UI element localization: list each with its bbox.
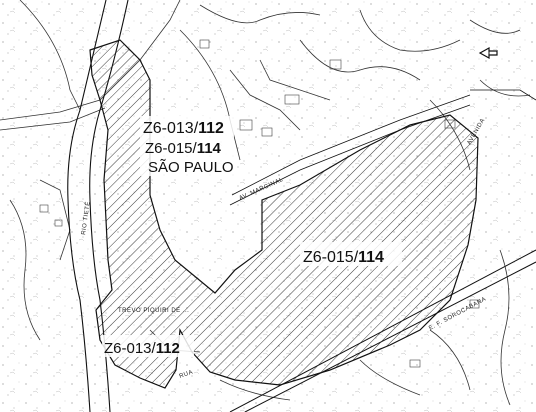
zone-number: 114 [197, 140, 222, 157]
zone-label-north-a: Z6-013/112 [143, 120, 224, 137]
street-label-south-road: TREVO PIQUIRI DE ... [118, 308, 189, 314]
zone-code: Z6-013/ [104, 340, 157, 357]
zoning-area [89, 39, 479, 389]
zone-label-south: Z6-013/112 [104, 340, 180, 357]
label-halos [102, 116, 402, 357]
zone-label-east: Z6-015/114 [303, 249, 384, 266]
north-arrow-icon [478, 46, 498, 60]
zone-number: 114 [358, 249, 384, 266]
zone-number: 112 [198, 120, 224, 137]
zone-code: Z6-015/ [303, 249, 359, 266]
zone-code: Z6-013/ [143, 120, 199, 137]
background-blocks [39, 39, 480, 368]
street-label-rua: RUA [179, 369, 194, 379]
zone-code: Z6-015/ [145, 140, 198, 157]
city-label: SÃO PAULO [148, 159, 234, 176]
zone-label-north-b: Z6-015/114 [145, 140, 222, 157]
zone-number: 112 [156, 340, 180, 357]
